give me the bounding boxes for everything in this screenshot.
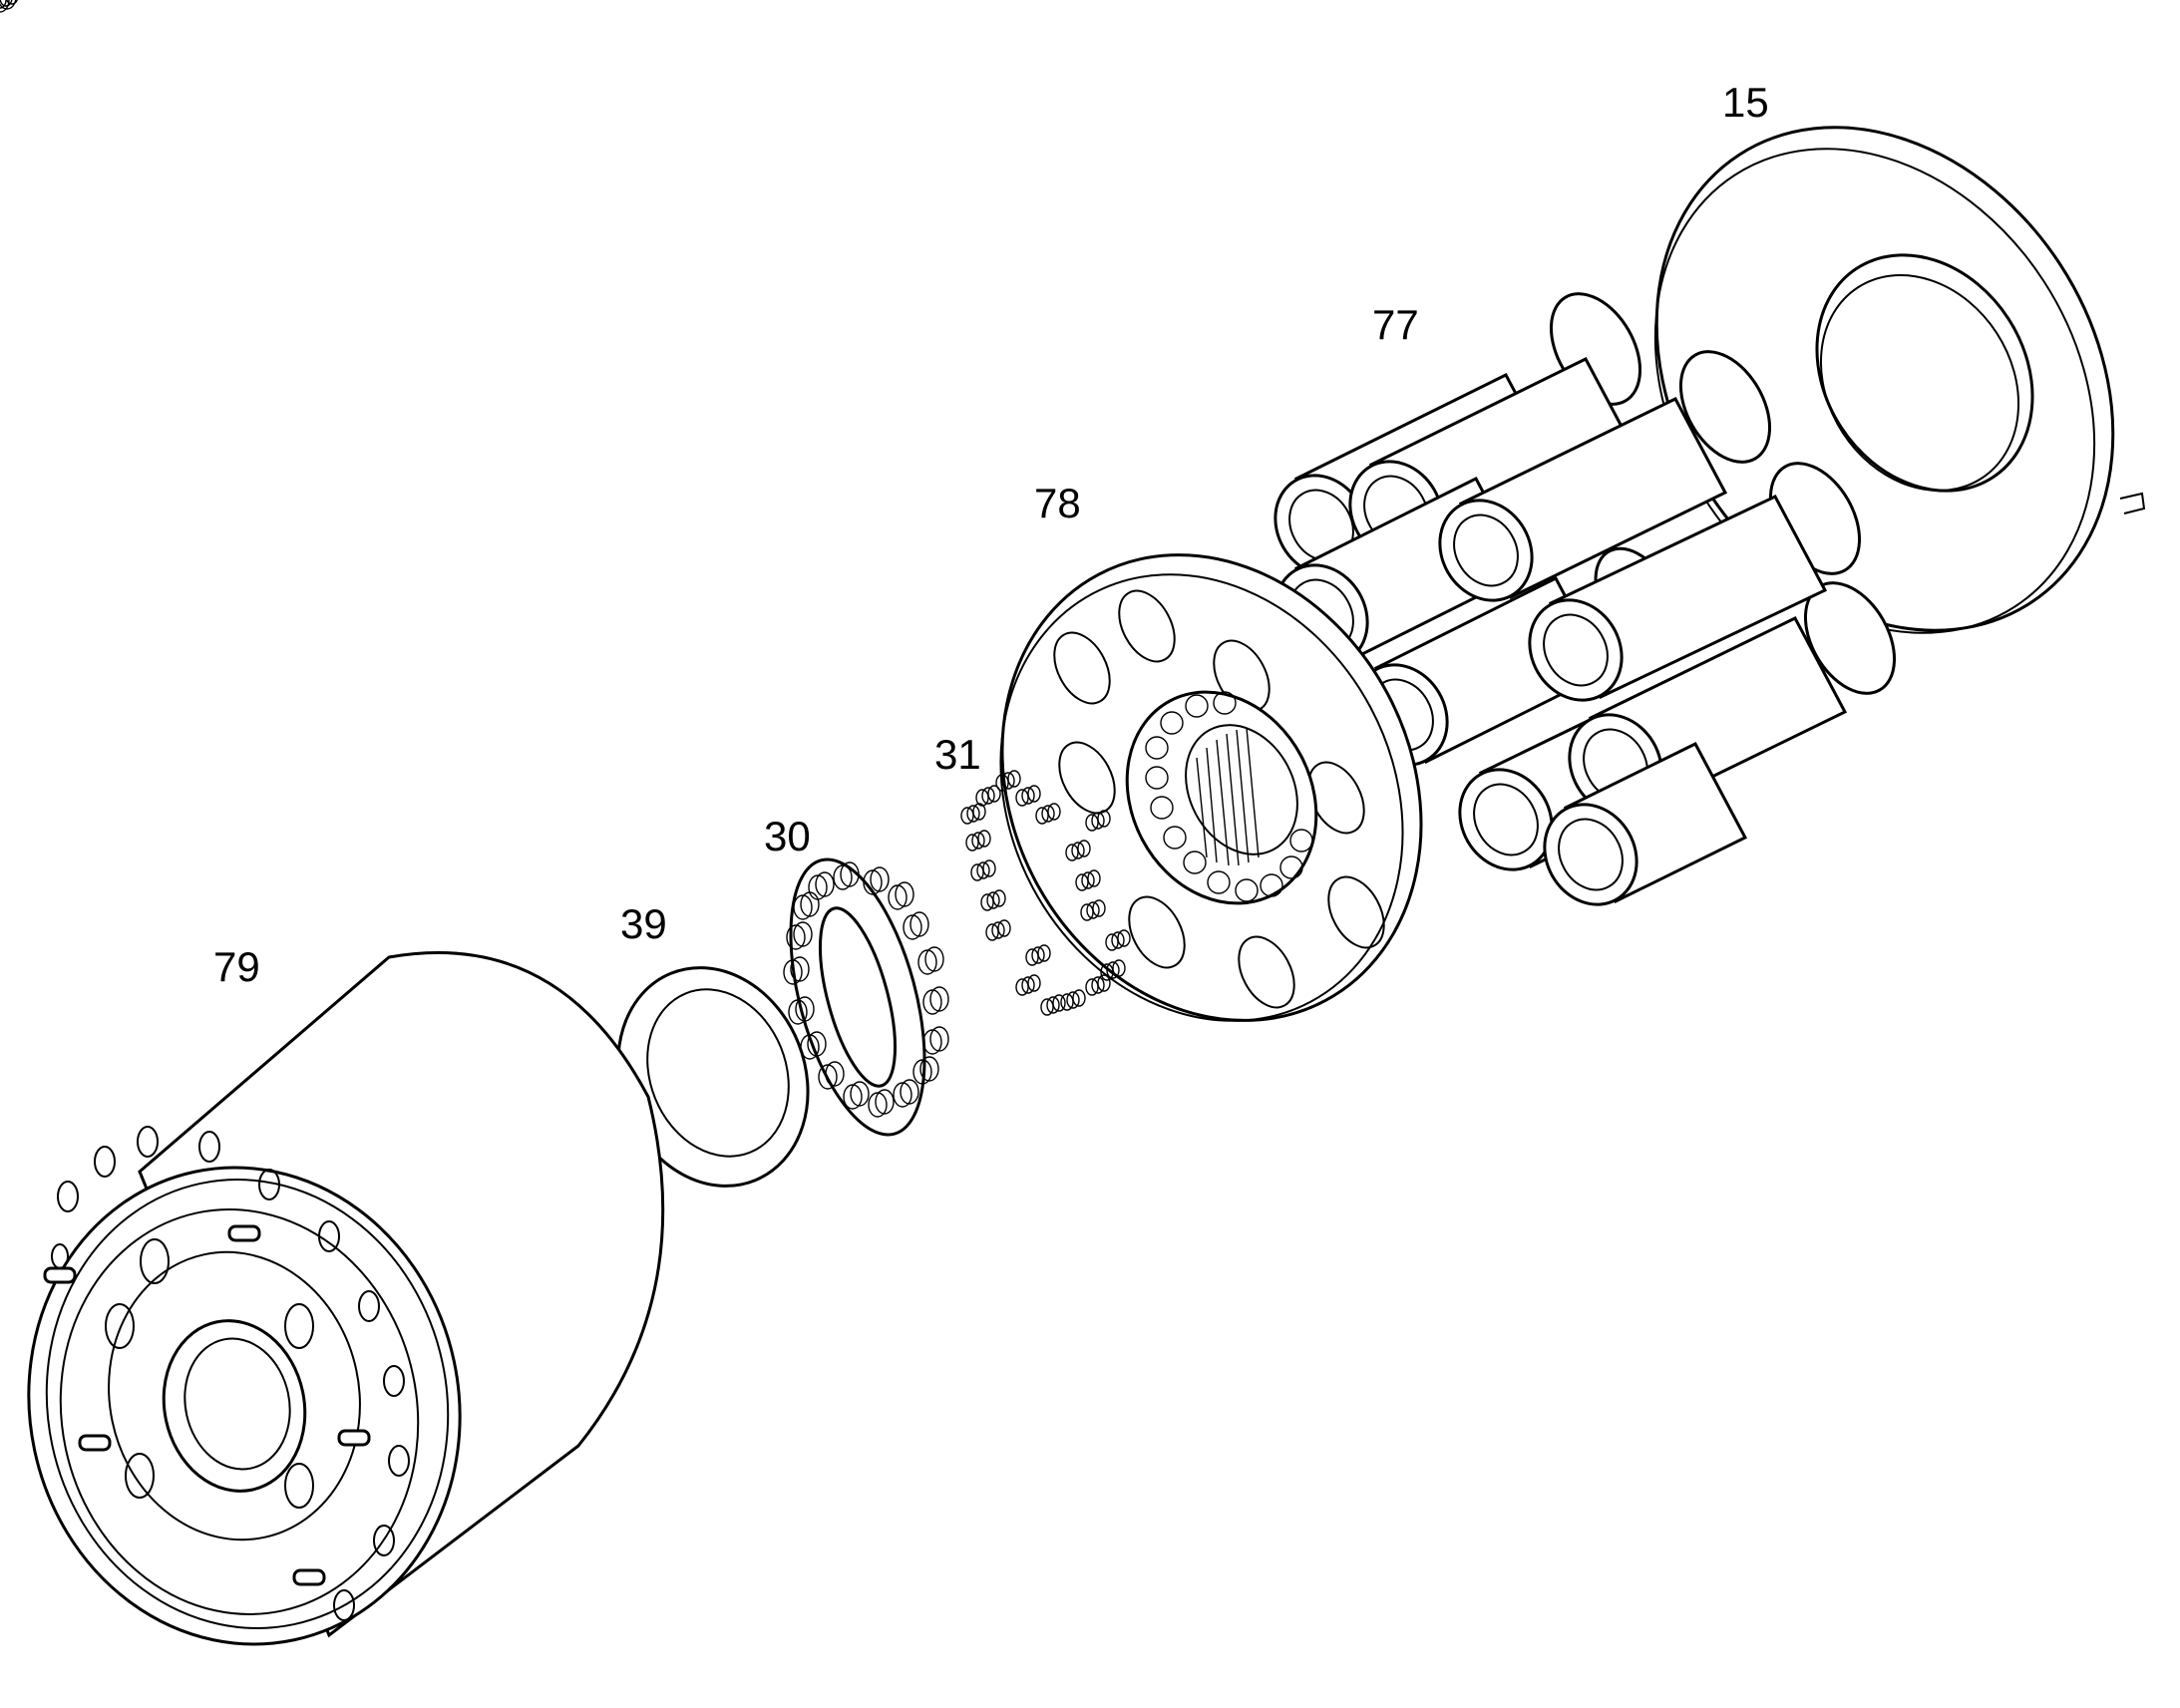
callout-31: 31 <box>934 731 981 778</box>
callout-77: 77 <box>1372 301 1419 348</box>
part-78-retainer-plate <box>999 553 1423 1022</box>
callout-79: 79 <box>213 943 260 990</box>
callout-labels: 15 77 78 31 30 39 79 <box>213 79 1769 990</box>
part-31-spring-set <box>0 0 1131 1016</box>
part-30-spring-ring <box>0 0 949 1137</box>
callout-78: 78 <box>1034 480 1081 526</box>
callout-30: 30 <box>764 813 811 859</box>
callout-15: 15 <box>1722 79 1769 126</box>
callout-39: 39 <box>620 900 667 947</box>
part-79-cylinder-block <box>27 951 665 1646</box>
part-77-pistons <box>1273 292 1897 906</box>
